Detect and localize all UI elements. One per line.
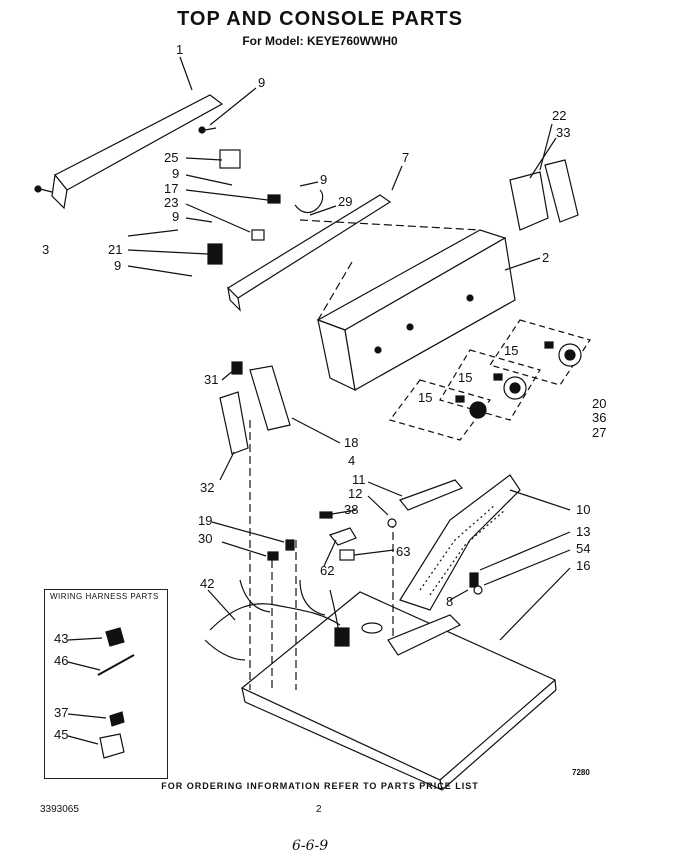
part-end-cap [544, 159, 579, 223]
callout-15: 15 [458, 370, 472, 385]
part-rear-panel [54, 94, 224, 191]
page-number: 2 [316, 804, 322, 815]
callout-15: 15 [504, 343, 518, 358]
part-console-bracket [227, 194, 392, 299]
ordering-note: FOR ORDERING INFORMATION REFER TO PARTS … [161, 781, 479, 791]
callout-23: 23 [164, 195, 178, 210]
callout-45: 45 [54, 727, 68, 742]
callout-9: 9 [320, 172, 327, 187]
callout-21: 21 [108, 242, 122, 257]
callout-19: 19 [198, 513, 212, 528]
callout-16: 16 [576, 558, 590, 573]
callout-22: 22 [552, 108, 566, 123]
callout-46: 46 [54, 653, 68, 668]
part-left-end-cap [249, 365, 291, 431]
callout-7: 7 [402, 150, 409, 165]
callout-18: 18 [344, 435, 358, 450]
legend-part-46 [97, 654, 135, 676]
part-switch-23 [251, 229, 265, 241]
callout-9: 9 [172, 166, 179, 181]
callout-32: 32 [200, 480, 214, 495]
page-title: TOP AND CONSOLE PARTS [177, 8, 463, 30]
callout-42: 42 [200, 576, 214, 591]
part-top [240, 591, 557, 781]
callout-10: 10 [576, 502, 590, 517]
callout-1: 1 [176, 42, 183, 57]
callout-43: 43 [54, 631, 68, 646]
callout-38: 38 [344, 502, 358, 517]
callout-12: 12 [348, 486, 362, 501]
callout-17: 17 [164, 181, 178, 196]
callout-62: 62 [320, 563, 334, 578]
wiring-harness-legend-box [44, 589, 168, 779]
callout-30: 30 [198, 531, 212, 546]
callout-54: 54 [576, 541, 590, 556]
callout-4: 4 [348, 453, 355, 468]
callout-9: 9 [172, 209, 179, 224]
part-switch [267, 194, 281, 204]
callout-33: 33 [556, 125, 570, 140]
callout-3: 3 [42, 242, 49, 257]
document-number: 3393065 [40, 804, 79, 815]
part-panel-32 [219, 391, 249, 455]
callout-9: 9 [258, 75, 265, 90]
legend-part-37 [109, 711, 125, 727]
callout-13: 13 [576, 524, 590, 539]
callout-27: 27 [592, 425, 606, 440]
callout-15: 15 [418, 390, 432, 405]
callout-2: 2 [542, 250, 549, 265]
callout-25: 25 [164, 150, 178, 165]
callout-29: 29 [338, 194, 352, 209]
callout-63: 63 [396, 544, 410, 559]
handwritten-note: 6-6-9 [292, 838, 329, 854]
diagram-code: 7280 [572, 768, 590, 777]
callout-11: 11 [352, 472, 366, 487]
wiring-harness-legend-title: WIRING HARNESS PARTS [50, 592, 159, 601]
part-lint-cover [399, 479, 464, 511]
part-timer [219, 149, 241, 169]
callout-20: 20 [592, 396, 606, 411]
callout-8: 8 [446, 594, 453, 609]
callout-31: 31 [204, 372, 218, 387]
part-wiring-harness [209, 603, 341, 631]
legend-part-45 [99, 733, 125, 759]
callout-9: 9 [114, 258, 121, 273]
callout-37: 37 [54, 705, 68, 720]
legend-part-43 [105, 627, 125, 647]
model-subtitle: For Model: KEYE760WWH0 [242, 34, 398, 48]
callout-36: 36 [592, 410, 606, 425]
part-switch-21 [207, 243, 223, 265]
